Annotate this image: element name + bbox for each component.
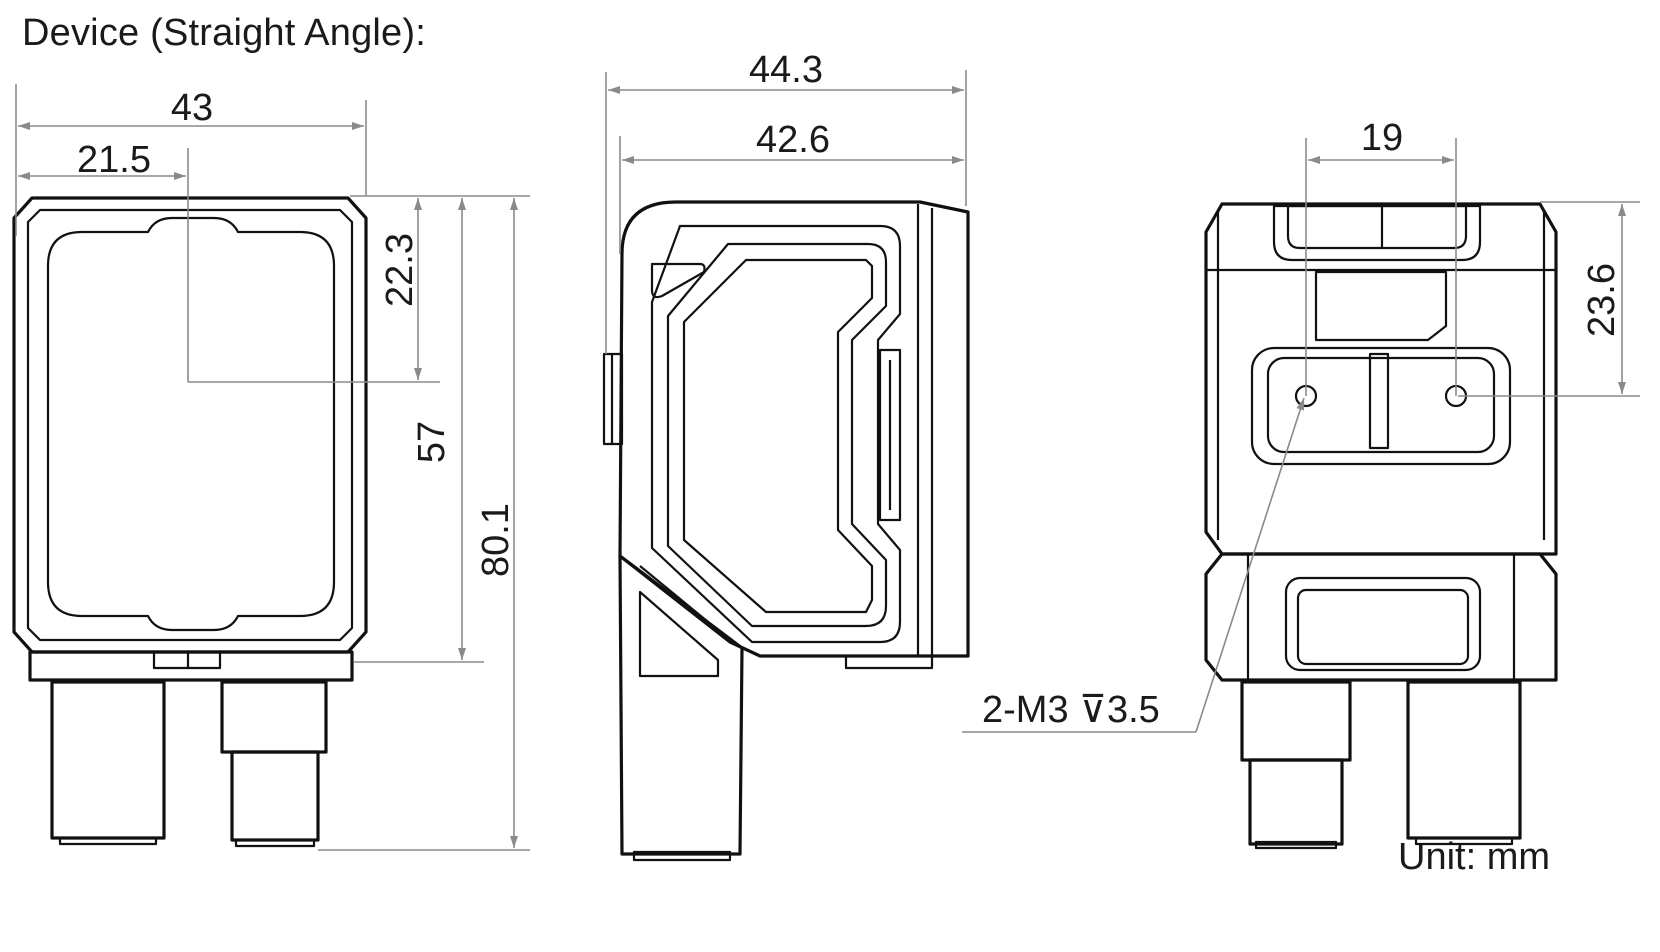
dim-side-body-depth: 42.6 — [756, 119, 830, 161]
side-view — [602, 200, 970, 862]
dim-side-overall-depth: 44.3 — [749, 49, 823, 91]
dim-front-body-height: 57 — [411, 421, 453, 463]
dim-front-half-width: 21.5 — [77, 139, 151, 181]
dim-front-center-height: 22.3 — [379, 233, 421, 307]
front-dimension-lines — [15, 84, 530, 851]
dim-front-width: 43 — [171, 87, 213, 129]
rear-view — [1204, 202, 1558, 850]
drawing-title: Device (Straight Angle): — [22, 12, 426, 54]
side-dimension-lines — [605, 70, 967, 354]
dim-rear-thread-callout: 2-M3 ⊽3.5 — [982, 689, 1160, 731]
dim-rear-hole-height: 23.6 — [1581, 263, 1623, 337]
dim-rear-hole-spacing: 19 — [1361, 117, 1403, 159]
front-view — [12, 148, 440, 848]
rear-dimension-lines — [962, 138, 1640, 733]
dim-front-total-height: 80.1 — [475, 503, 517, 577]
